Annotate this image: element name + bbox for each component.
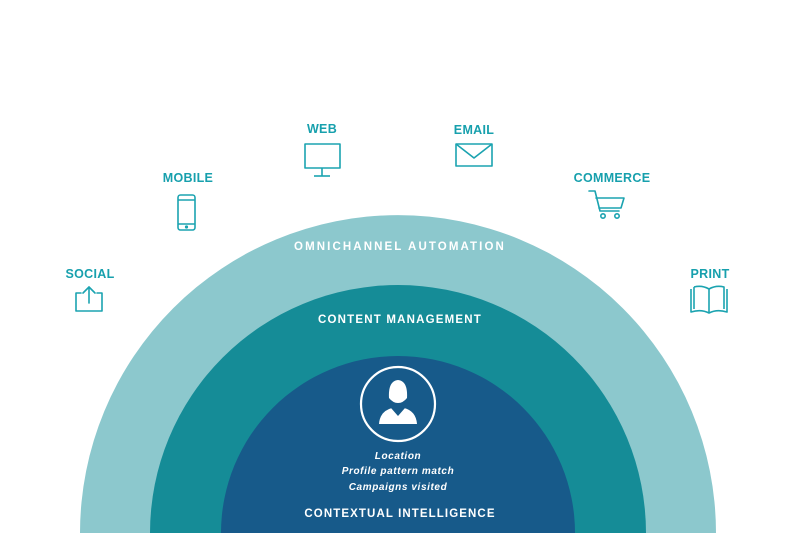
channel-label-email: EMAIL xyxy=(453,123,495,137)
ring-inner-contextual xyxy=(221,356,575,533)
channel-label-mobile: MOBILE xyxy=(162,171,214,185)
envelope-icon xyxy=(455,143,493,167)
channel-label-print: PRINT xyxy=(690,267,730,281)
core-detail-campaigns: Campaigns visited xyxy=(348,482,448,493)
shopping-cart-icon xyxy=(588,190,625,220)
channel-label-social: SOCIAL xyxy=(65,267,115,281)
core-detail-profile: Profile pattern match xyxy=(341,466,455,477)
channel-label-web: WEB xyxy=(306,122,338,136)
user-profile-icon xyxy=(359,365,437,443)
channel-label-commerce: COMMERCE xyxy=(573,171,651,185)
monitor-icon xyxy=(304,143,341,177)
smartphone-icon xyxy=(177,194,196,231)
open-book-icon xyxy=(690,285,728,314)
ring-label-omnichannel: OMNICHANNEL AUTOMATION xyxy=(294,241,506,253)
core-detail-location: Location xyxy=(374,451,422,462)
ring-label-contextual: CONTEXTUAL INTELLIGENCE xyxy=(304,508,496,520)
share-upload-icon xyxy=(75,286,103,312)
ring-label-content: CONTENT MANAGEMENT xyxy=(317,314,483,326)
